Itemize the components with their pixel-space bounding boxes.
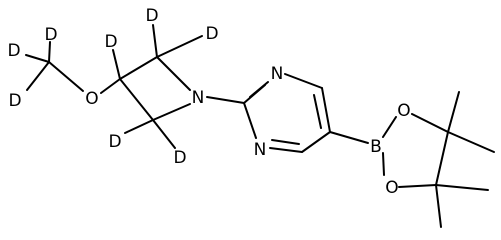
bond-c4-n3-double	[271, 139, 300, 145]
atom-labels: D D D O D D D N D D N N B O O	[7, 6, 410, 198]
bond-n-c2pyr	[206, 96, 245, 104]
bond-c-o2	[398, 184, 437, 188]
atom-d3: D	[8, 91, 21, 111]
bond-c4-c3	[119, 78, 154, 121]
bond-me1	[447, 91, 460, 133]
bond-n-c4	[152, 103, 191, 121]
bond-c-o	[48, 61, 84, 92]
bond-c4-n3	[269, 147, 303, 153]
atom-n-pyr-bottom: N	[254, 140, 267, 160]
bond-c6-c5	[321, 87, 331, 133]
bond-c2-n	[156, 56, 191, 91]
atom-o-methoxy: O	[85, 89, 98, 109]
bond-c4-db	[152, 119, 176, 149]
chemical-structure: D D D O D D D N D D N N B O O	[7, 6, 495, 228]
bond-cd-d1	[48, 41, 51, 63]
bond-c-c	[435, 131, 449, 186]
atom-o-boronate-top: O	[397, 101, 410, 121]
structure-svg: D D D O D D D N D D N N B O O	[7, 6, 495, 228]
bond-me4	[435, 184, 442, 228]
bond-n3-c2	[243, 102, 257, 139]
bond-c4-da	[124, 119, 154, 134]
bond-b-o1	[382, 116, 397, 138]
bond-cd-d2	[25, 54, 50, 63]
bond-cd-d3	[26, 61, 50, 91]
bond-c2-n1-double	[249, 81, 269, 98]
bond-me2	[447, 131, 495, 153]
atom-boron: B	[370, 137, 382, 157]
bond-c5-b	[329, 131, 369, 144]
atom-d2: D	[7, 41, 20, 61]
bond-n1-c6	[284, 73, 323, 89]
bond-c5-c4	[301, 131, 331, 153]
atom-n-azetidine: N	[192, 88, 205, 108]
bond-c2-da	[152, 24, 158, 58]
bonds	[25, 24, 495, 228]
atom-d-c3: D	[104, 32, 117, 52]
atom-d-c2b: D	[205, 24, 218, 44]
bond-me3	[435, 184, 489, 191]
atom-d-c2a: D	[145, 6, 158, 26]
bond-c3-d	[112, 49, 121, 80]
bond-c6-c5-double	[313, 94, 322, 129]
bond-o-c3	[100, 78, 121, 94]
bond-b-o2	[382, 152, 385, 176]
bond-c3-c2	[119, 56, 158, 80]
atom-n-pyr-top: N	[271, 64, 284, 84]
atom-d1: D	[44, 25, 57, 45]
bond-o1-c	[411, 113, 449, 133]
atom-d-c4b: D	[173, 148, 186, 168]
bond-c2-db	[156, 35, 203, 58]
atom-d-c4a: D	[108, 132, 121, 152]
atom-o-boronate-bottom: O	[385, 178, 398, 198]
